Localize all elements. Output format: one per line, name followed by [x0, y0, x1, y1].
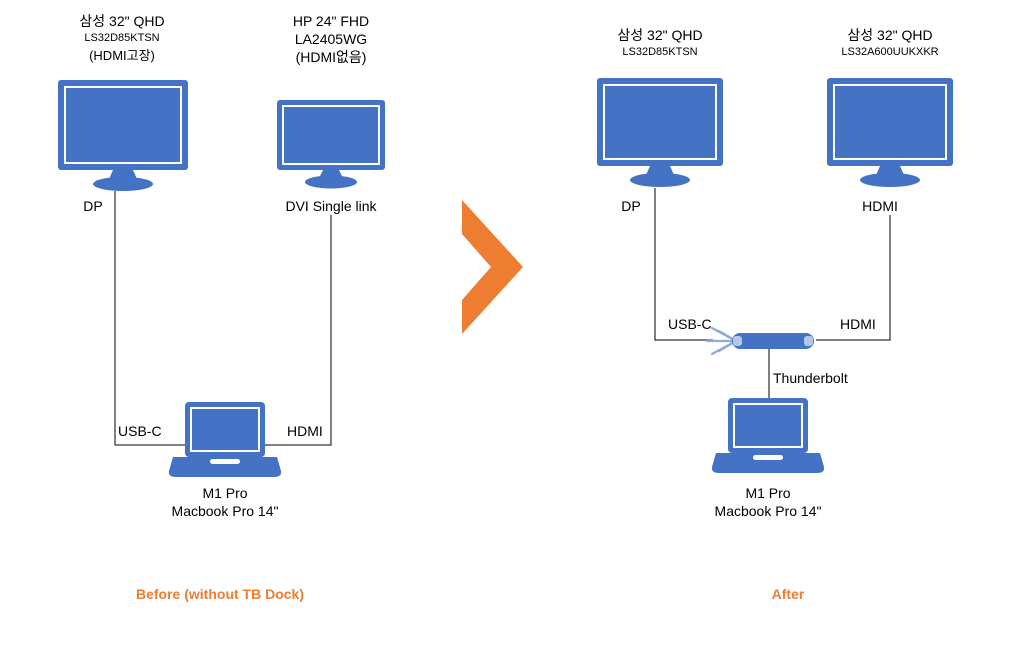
before-monitor2-model: LA2405WG [294, 31, 368, 47]
before-monitor1-model: LS32D85KTSN [84, 32, 160, 44]
before-cable-left-line [114, 191, 185, 446]
before-usb-c-label: USB-C [118, 423, 162, 439]
after-monitor1-labels: 삼성 32" QHD LS32D85KTSN [590, 27, 730, 59]
arrow-chevron-icon [462, 200, 523, 334]
after-monitor2-model: LS32A600UUKXKR [841, 46, 939, 58]
after-thunderbolt-label: Thunderbolt [773, 370, 848, 386]
before-cable-right-line [265, 215, 332, 446]
after-monitor2-title: 삼성 32" QHD [847, 27, 933, 43]
before-monitor1-icon [58, 80, 188, 191]
before-port2-label: DVI Single link [285, 198, 377, 214]
before-monitor2-note: (HDMI없음) [295, 49, 367, 65]
after-monitor1-title: 삼성 32" QHD [617, 27, 703, 43]
after-monitor2-icon [827, 78, 953, 187]
before-laptop-labels: M1 Pro Macbook Pro 14" [145, 485, 305, 519]
after-caption: After [771, 586, 805, 602]
before-monitor2-labels: HP 24" FHD LA2405WG (HDMI없음) [271, 13, 391, 65]
before-monitor1-labels: 삼성 32" QHD LS32D85KTSN (HDMI고장) [52, 13, 192, 63]
after-monitor1-icon [597, 78, 723, 187]
before-hdmi-label: HDMI [287, 423, 323, 439]
after-port2-label: HDMI [862, 198, 898, 214]
before-laptop-line1: M1 Pro [202, 485, 248, 501]
after-hdmi-label: HDMI [840, 316, 876, 332]
after-laptop-line1: M1 Pro [745, 485, 791, 501]
before-laptop-line2: Macbook Pro 14" [171, 503, 279, 519]
after-port1-label: DP [621, 198, 641, 214]
before-laptop-icon [168, 402, 282, 477]
before-monitor1-note: (HDMI고장) [89, 48, 155, 63]
before-caption: Before (without TB Dock) [136, 586, 304, 602]
after-cable-right-line [816, 215, 891, 341]
before-monitor2-icon [277, 100, 385, 189]
after-monitor1-model: LS32D85KTSN [622, 46, 698, 58]
after-laptop-icon [711, 398, 825, 473]
after-cable-left-line [654, 188, 713, 341]
before-port1-label: DP [83, 198, 103, 214]
dock-icon [732, 333, 814, 349]
after-laptop-labels: M1 Pro Macbook Pro 14" [688, 485, 848, 519]
after-usb-c-label: USB-C [668, 316, 712, 332]
after-laptop-line2: Macbook Pro 14" [714, 503, 822, 519]
before-monitor2-title: HP 24" FHD [292, 13, 370, 29]
after-monitor2-labels: 삼성 32" QHD LS32A600UUKXKR [820, 27, 960, 59]
before-monitor1-title: 삼성 32" QHD [79, 13, 165, 29]
